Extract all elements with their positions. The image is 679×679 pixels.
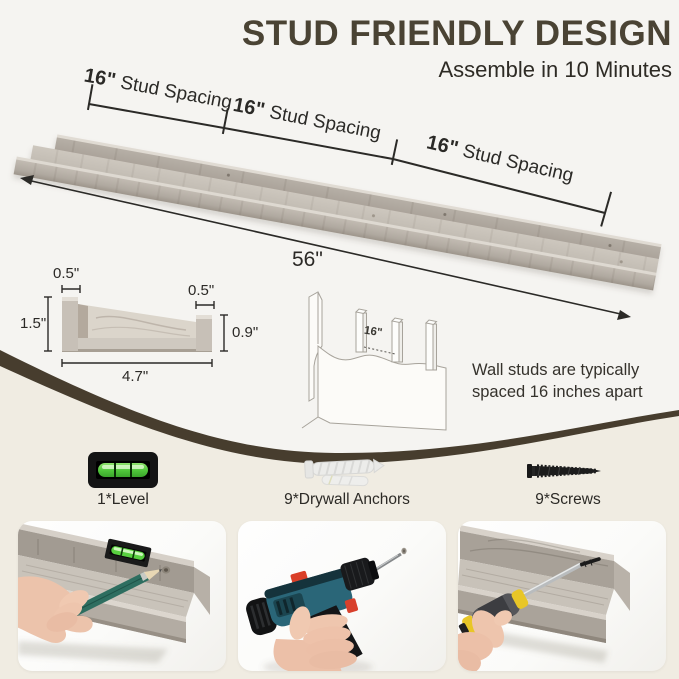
level-vial-mark: [130, 463, 132, 477]
level-vial-shine: [102, 464, 144, 469]
wall-stud-note: Wall studs are typically spaced 16 inche…: [472, 361, 643, 401]
photo-screwdriver: [458, 521, 666, 671]
pencil: [70, 569, 162, 617]
screws-label: 9*Screws: [535, 491, 601, 508]
page-subtitle: Assemble in 10 Minutes: [438, 57, 672, 82]
embedded-level: [104, 538, 152, 568]
drill-bit: [371, 552, 402, 574]
dim-lip-left: 0.5": [53, 265, 80, 282]
level-label: 1*Level: [97, 491, 149, 508]
hand: [458, 610, 512, 671]
level-vial-mark: [114, 463, 116, 477]
photo-drill-wall: [238, 521, 446, 671]
dim-depth: 4.7": [122, 368, 149, 385]
level-icon: [88, 452, 158, 488]
anchors-label: 9*Drywall Anchors: [284, 491, 410, 508]
shelf-length-label: 56": [292, 248, 323, 271]
shelf-shadow: [18, 641, 168, 663]
screw: [578, 557, 601, 568]
screwdriver-shaft: [520, 562, 582, 599]
hand: [273, 606, 357, 671]
dim-height-left: 1.5": [20, 315, 47, 332]
photo-mark-holes: [18, 521, 226, 671]
page-title: STUD FRIENDLY DESIGN: [241, 14, 672, 53]
dim-height-right: 0.9": [232, 324, 259, 341]
dim-lip-right: 0.5": [188, 282, 215, 299]
hand: [18, 576, 93, 643]
